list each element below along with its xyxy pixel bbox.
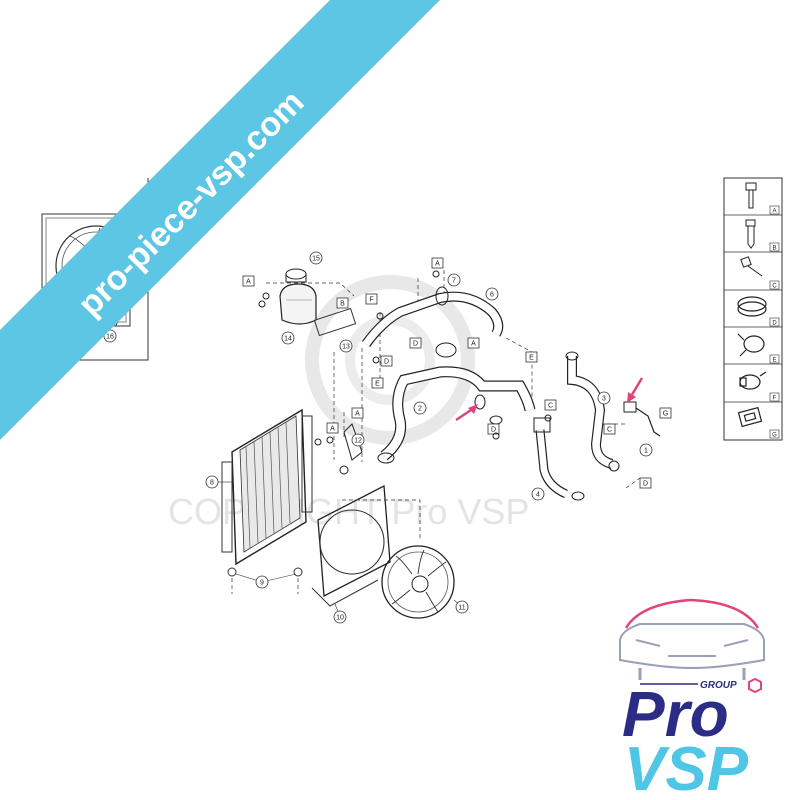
svg-text:A: A (355, 411, 360, 418)
callout-7: 7 (452, 278, 456, 285)
svg-text:F: F (369, 297, 373, 304)
bracket: 12 (339, 423, 365, 475)
svg-text:G: G (663, 411, 668, 418)
legend-label-e: E (772, 358, 776, 364)
upper-hose: 7 6 13 (339, 273, 504, 353)
svg-text:A: A (435, 261, 440, 268)
svg-text:B: B (340, 301, 345, 308)
fan-shroud: 10 (311, 484, 391, 624)
legend-spring-clamp-icon (737, 333, 765, 357)
callout-15: 15 (312, 256, 320, 263)
svg-text:D: D (384, 359, 389, 366)
svg-text:E: E (375, 381, 380, 388)
svg-text:C: C (607, 427, 612, 434)
legend-label-a: A (772, 209, 776, 215)
callout-4: 4 (536, 492, 540, 499)
expansion-tank: 15 14 (279, 251, 357, 345)
callout-3: 3 (602, 396, 606, 403)
legend-screw-icon (745, 219, 756, 249)
radiator: 8 9 (205, 408, 313, 589)
legend-stud-icon (740, 256, 763, 277)
svg-text:D: D (413, 341, 418, 348)
car-outline-icon (619, 598, 765, 680)
callout-9: 9 (260, 580, 264, 587)
logo-vsp-text: VSP (624, 735, 749, 800)
legend-label-g: G (772, 433, 777, 439)
sensor-part: 1 (623, 401, 661, 457)
logo-pro-text: Pro (622, 678, 729, 750)
callout-14: 14 (284, 336, 292, 343)
logo-group-text: GROUP (700, 680, 737, 691)
callout-13: 13 (342, 344, 350, 351)
svg-text:A: A (246, 279, 251, 286)
legend-label-c: C (772, 284, 777, 290)
highlight-arrows (455, 377, 644, 422)
callout-10: 10 (336, 615, 344, 622)
callout-16: 16 (106, 334, 114, 341)
legend-label-f: F (773, 396, 777, 402)
watermark-text: COPYRIGHT Pro VSP (168, 491, 529, 532)
cooling-fan: 11 (381, 545, 469, 619)
callout-1: 1 (644, 448, 648, 455)
site-url-text: pro-piece-vsp.com (71, 83, 312, 324)
fasteners (258, 270, 552, 446)
svg-text:E: E (529, 355, 534, 362)
legend-label-d: D (772, 321, 777, 327)
callout-8: 8 (210, 480, 214, 487)
parts-legend: A B C D E (723, 177, 783, 441)
svg-text:D: D (643, 481, 648, 488)
legend-hose-clamp-icon (737, 296, 767, 317)
hose-3: 3 (565, 351, 620, 472)
diagram-letter-refs: A B F A D A D E E C D C G D A A (242, 257, 672, 489)
svg-text:A: A (330, 426, 335, 433)
svg-text:A: A (471, 341, 476, 348)
svg-text:D: D (491, 427, 496, 434)
lower-hose: 2 (377, 342, 536, 464)
callout-11: 11 (458, 605, 465, 612)
hose-4: 4 (531, 417, 585, 501)
legend-bolt-icon (745, 182, 757, 209)
legend-clip-icon (739, 371, 767, 390)
legend-plate-clip-icon (737, 406, 763, 428)
callout-12: 12 (354, 438, 362, 445)
legend-label-b: B (772, 246, 776, 252)
callout-2: 2 (418, 406, 422, 413)
callout-6: 6 (490, 292, 494, 299)
svg-text:C: C (548, 403, 553, 410)
site-banner: pro-piece-vsp.com (0, 0, 440, 440)
pro-vsp-logo: GROUP Pro VSP (619, 598, 765, 800)
